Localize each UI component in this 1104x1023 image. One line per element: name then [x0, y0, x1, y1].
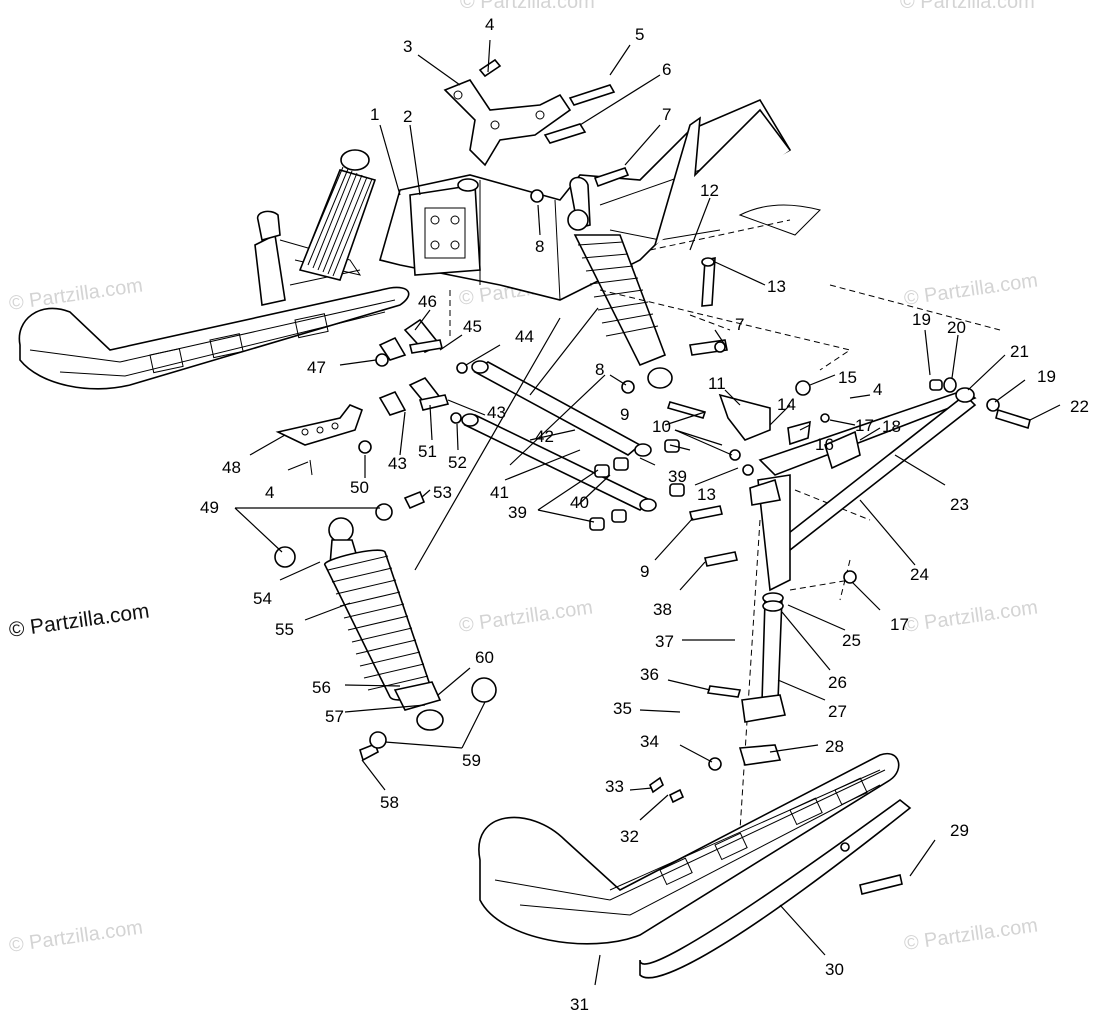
callout-label: 44 — [515, 327, 534, 346]
callout-label: 43 — [487, 403, 506, 422]
callout-label: 39 — [668, 467, 687, 486]
callout-label: 7 — [735, 315, 744, 334]
callout-label: 33 — [605, 777, 624, 796]
callout-label: 9 — [620, 405, 629, 424]
callout-label: 10 — [652, 417, 671, 436]
callout-label: 20 — [947, 318, 966, 337]
callout-label: 17 — [890, 615, 909, 634]
callout-label: 28 — [825, 737, 844, 756]
callout-label: 3 — [403, 37, 412, 56]
callout-label: 29 — [950, 821, 969, 840]
callout-label: 42 — [535, 427, 554, 446]
right-upper-shock — [567, 176, 673, 389]
callout-label: 5 — [635, 25, 644, 44]
watermark: © Partzilla.com — [8, 916, 145, 957]
callout-label: 15 — [838, 368, 857, 387]
callout-label: 58 — [380, 793, 399, 812]
callout-label: 18 — [882, 417, 901, 436]
callout-label: 26 — [828, 673, 847, 692]
callout-label: 56 — [312, 678, 331, 697]
callout-numbers: 1 2 3 4 5 6 7 8 7 8 9 10 11 12 13 13 14 … — [200, 15, 1089, 1014]
callout-label: 19 — [1037, 367, 1056, 386]
callout-label: 14 — [777, 395, 796, 414]
front-shock — [274, 490, 497, 762]
callout-label: 25 — [842, 631, 861, 650]
callout-label: 22 — [1070, 397, 1089, 416]
callout-label: 27 — [828, 702, 847, 721]
callout-label: 7 — [662, 105, 671, 124]
callout-label: 21 — [1010, 342, 1029, 361]
upper-bracket — [443, 79, 572, 192]
watermark: © Partzilla.com — [903, 269, 1040, 310]
left-upper-shock — [298, 149, 377, 281]
callout-label: 16 — [815, 435, 834, 454]
callout-label: 24 — [910, 565, 929, 584]
callout-label: 39 — [508, 503, 527, 522]
callout-label: 34 — [640, 732, 659, 751]
arm-bushings — [589, 439, 685, 531]
callout-label: 37 — [655, 632, 674, 651]
watermark: © Partzilla.com — [900, 0, 1035, 13]
callout-label: 2 — [403, 107, 412, 126]
callout-label: 8 — [535, 237, 544, 256]
callout-label: 1 — [370, 105, 379, 124]
callout-label: 41 — [490, 483, 509, 502]
watermark: © Partzilla.com — [8, 274, 145, 315]
callout-label: 49 — [200, 498, 219, 517]
watermark: © Partzilla.com — [460, 0, 595, 13]
callout-label: 59 — [462, 751, 481, 770]
leader-lines — [234, 39, 1061, 986]
left-mount-plate — [409, 184, 481, 276]
tie-rod — [758, 377, 1031, 552]
callout-label: 43 — [388, 454, 407, 473]
watermark: © Partzilla.com — [458, 596, 595, 637]
callout-label: 4 — [873, 380, 882, 399]
callout-label: 53 — [433, 483, 452, 502]
callout-label: 30 — [825, 960, 844, 979]
copyright-label: © Partzilla.com — [7, 599, 150, 641]
callout-label: 45 — [463, 317, 482, 336]
callout-label: 32 — [620, 827, 639, 846]
callout-label: 23 — [950, 495, 969, 514]
callout-label: 47 — [307, 358, 326, 377]
watermark: © Partzilla.com — [903, 914, 1040, 955]
lower-bracket — [275, 404, 372, 476]
watermark: © Partzilla.com — [903, 596, 1040, 637]
callout-label: 52 — [448, 453, 467, 472]
callout-label: 31 — [570, 995, 589, 1014]
top-hardware — [478, 58, 630, 203]
callout-label: 13 — [697, 485, 716, 504]
callout-label: 8 — [595, 360, 604, 379]
callout-label: 36 — [640, 665, 659, 684]
callout-label: 17 — [855, 416, 874, 435]
callout-label: 4 — [265, 483, 274, 502]
callout-label: 51 — [418, 442, 437, 461]
spindle-hardware — [621, 257, 861, 584]
right-ski — [478, 752, 912, 979]
callout-label: 55 — [275, 620, 294, 639]
callout-label: 40 — [570, 493, 589, 512]
callout-label: 11 — [708, 374, 726, 393]
callout-label: 54 — [253, 589, 272, 608]
arm-brackets — [375, 318, 468, 424]
callout-label: 35 — [613, 699, 632, 718]
control-arms — [461, 360, 657, 512]
spindle-assembly — [706, 474, 791, 771]
callout-label: 13 — [767, 277, 786, 296]
callout-label: 6 — [662, 60, 671, 79]
callout-label: 57 — [325, 707, 344, 726]
callout-label: 50 — [350, 478, 369, 497]
callout-label: 38 — [653, 600, 672, 619]
callout-label: 12 — [700, 181, 719, 200]
callout-label: 48 — [222, 458, 241, 477]
left-ski — [18, 286, 410, 390]
callout-label: 46 — [418, 292, 437, 311]
callout-label: 9 — [640, 562, 649, 581]
callout-label: 19 — [912, 310, 931, 329]
callout-label: 60 — [475, 648, 494, 667]
callout-label: 4 — [485, 15, 494, 34]
